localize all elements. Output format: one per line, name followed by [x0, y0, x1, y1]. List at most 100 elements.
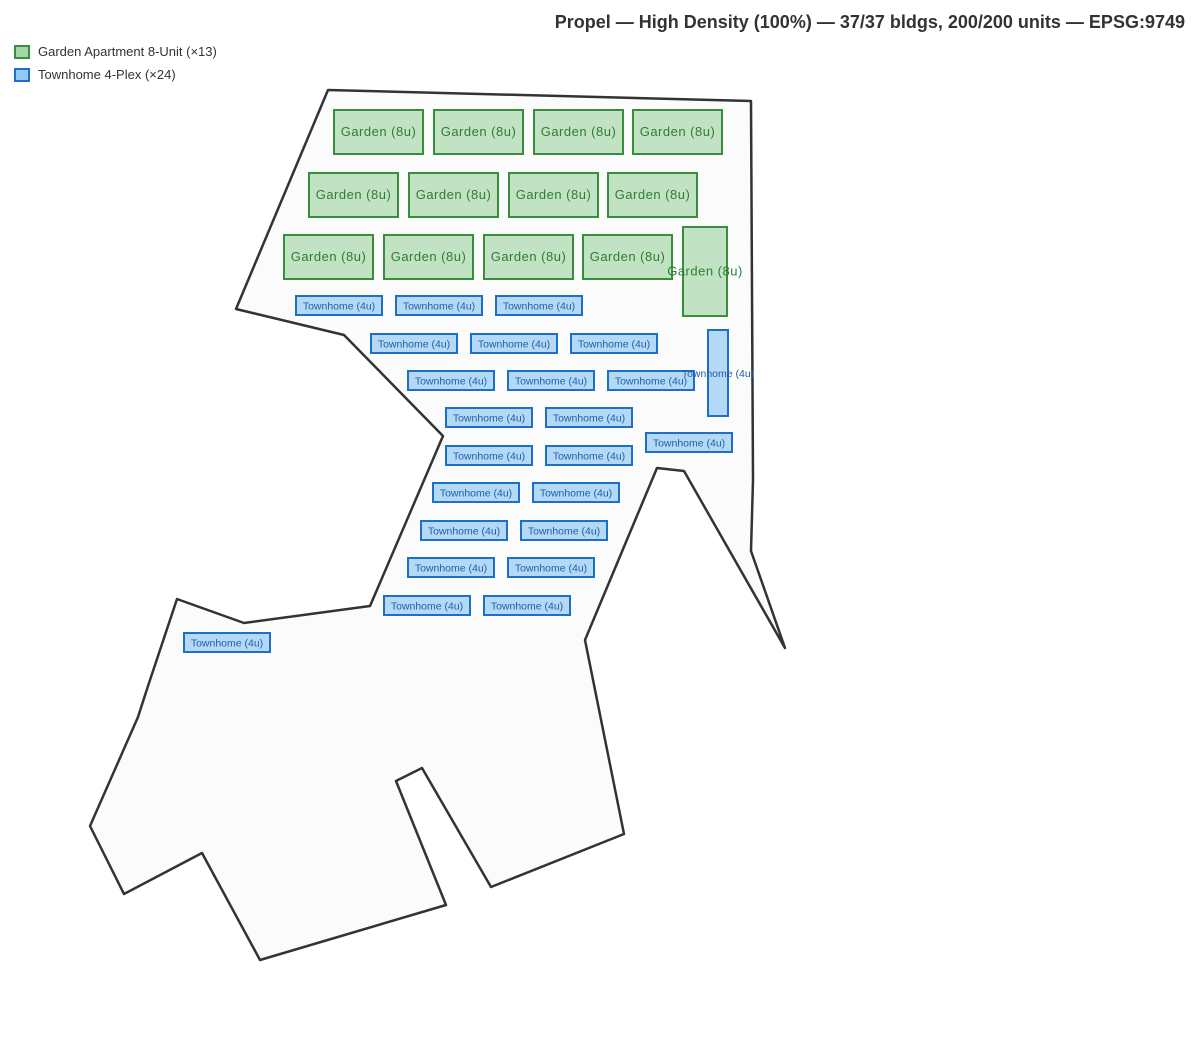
- garden-swatch-icon: [14, 44, 30, 59]
- garden-building: Garden (8u): [483, 234, 574, 280]
- townhome-footprint: [445, 445, 533, 466]
- legend-label: Townhome 4-Plex (×24): [38, 67, 176, 82]
- townhome-label: Townhome (4u): [403, 301, 475, 313]
- garden-footprint: [682, 226, 728, 317]
- townhome-footprint: [570, 333, 658, 354]
- townhome-building: Townhome (4u): [407, 370, 495, 391]
- garden-footprint: [607, 172, 698, 218]
- garden-building: Garden (8u): [308, 172, 399, 218]
- garden-label: Garden (8u): [615, 187, 691, 202]
- townhome-label: Townhome (4u): [528, 526, 600, 538]
- garden-label: Garden (8u): [416, 187, 492, 202]
- townhome-building: Townhome (4u): [383, 595, 471, 616]
- townhome-building: Townhome (4u): [645, 432, 733, 453]
- townhome-building: Townhome (4u): [607, 370, 695, 391]
- townhome-label: Townhome (4u): [553, 451, 625, 463]
- garden-building: Garden (8u): [667, 226, 743, 317]
- garden-building: Garden (8u): [582, 234, 673, 280]
- legend-item-townhome: Townhome 4-Plex (×24): [14, 67, 176, 82]
- garden-label: Garden (8u): [491, 249, 567, 264]
- townhome-building: Townhome (4u): [682, 329, 754, 417]
- garden-footprint: [308, 172, 399, 218]
- garden-label: Garden (8u): [541, 124, 617, 139]
- townhome-footprint: [507, 370, 595, 391]
- townhome-label: Townhome (4u): [391, 601, 463, 613]
- townhome-label: Townhome (4u): [682, 368, 754, 380]
- garden-building: Garden (8u): [508, 172, 599, 218]
- townhome-footprint: [370, 333, 458, 354]
- garden-label: Garden (8u): [516, 187, 592, 202]
- townhome-footprint: [432, 482, 520, 503]
- garden-building: Garden (8u): [408, 172, 499, 218]
- garden-footprint: [582, 234, 673, 280]
- townhome-footprint: [445, 407, 533, 428]
- townhome-label: Townhome (4u): [491, 601, 563, 613]
- garden-label: Garden (8u): [316, 187, 392, 202]
- townhome-building: Townhome (4u): [532, 482, 620, 503]
- garden-building: Garden (8u): [433, 109, 524, 155]
- townhome-footprint: [295, 295, 383, 316]
- townhome-footprint: [470, 333, 558, 354]
- townhome-footprint: [495, 295, 583, 316]
- townhome-label: Townhome (4u): [540, 488, 612, 500]
- legend-label: Garden Apartment 8-Unit (×13): [38, 44, 217, 59]
- plan-title: Propel — High Density (100%) — 37/37 bld…: [554, 12, 1185, 32]
- townhome-footprint: [183, 632, 271, 653]
- legend-item-garden: Garden Apartment 8-Unit (×13): [14, 44, 217, 59]
- townhome-building: Townhome (4u): [407, 557, 495, 578]
- garden-building: Garden (8u): [383, 234, 474, 280]
- townhome-label: Townhome (4u): [191, 638, 263, 650]
- townhome-footprint: [532, 482, 620, 503]
- townhome-swatch-icon: [14, 67, 30, 82]
- townhome-footprint: [520, 520, 608, 541]
- townhome-building: Townhome (4u): [507, 557, 595, 578]
- townhome-building: Townhome (4u): [495, 295, 583, 316]
- townhome-label: Townhome (4u): [428, 526, 500, 538]
- townhome-building: Townhome (4u): [507, 370, 595, 391]
- townhome-footprint: [395, 295, 483, 316]
- garden-footprint: [533, 109, 624, 155]
- townhome-building: Townhome (4u): [570, 333, 658, 354]
- garden-footprint: [333, 109, 424, 155]
- townhome-label: Townhome (4u): [615, 376, 687, 388]
- garden-footprint: [383, 234, 474, 280]
- townhome-label: Townhome (4u): [453, 413, 525, 425]
- townhome-label: Townhome (4u): [453, 451, 525, 463]
- townhome-building: Townhome (4u): [483, 595, 571, 616]
- garden-label: Garden (8u): [341, 124, 417, 139]
- garden-label: Garden (8u): [441, 124, 517, 139]
- townhome-footprint: [607, 370, 695, 391]
- garden-footprint: [408, 172, 499, 218]
- townhome-label: Townhome (4u): [515, 563, 587, 575]
- garden-label: Garden (8u): [667, 264, 743, 279]
- townhome-building: Townhome (4u): [445, 407, 533, 428]
- townhome-building: Townhome (4u): [520, 520, 608, 541]
- garden-building: Garden (8u): [283, 234, 374, 280]
- townhome-building: Townhome (4u): [183, 632, 271, 653]
- townhome-building: Townhome (4u): [295, 295, 383, 316]
- townhome-label: Townhome (4u): [478, 339, 550, 351]
- townhome-footprint: [407, 370, 495, 391]
- townhome-building: Townhome (4u): [395, 295, 483, 316]
- townhome-building: Townhome (4u): [470, 333, 558, 354]
- townhome-label: Townhome (4u): [415, 376, 487, 388]
- townhome-footprint: [545, 407, 633, 428]
- garden-label: Garden (8u): [590, 249, 666, 264]
- townhome-label: Townhome (4u): [503, 301, 575, 313]
- garden-footprint: [632, 109, 723, 155]
- townhome-footprint: [707, 329, 729, 417]
- townhome-label: Townhome (4u): [515, 376, 587, 388]
- townhome-building: Townhome (4u): [545, 445, 633, 466]
- garden-building: Garden (8u): [333, 109, 424, 155]
- townhome-building: Townhome (4u): [420, 520, 508, 541]
- townhome-label: Townhome (4u): [378, 339, 450, 351]
- townhome-footprint: [645, 432, 733, 453]
- garden-footprint: [483, 234, 574, 280]
- townhome-label: Townhome (4u): [415, 563, 487, 575]
- garden-footprint: [508, 172, 599, 218]
- garden-label: Garden (8u): [640, 124, 716, 139]
- garden-footprint: [283, 234, 374, 280]
- townhome-building: Townhome (4u): [432, 482, 520, 503]
- townhome-footprint: [483, 595, 571, 616]
